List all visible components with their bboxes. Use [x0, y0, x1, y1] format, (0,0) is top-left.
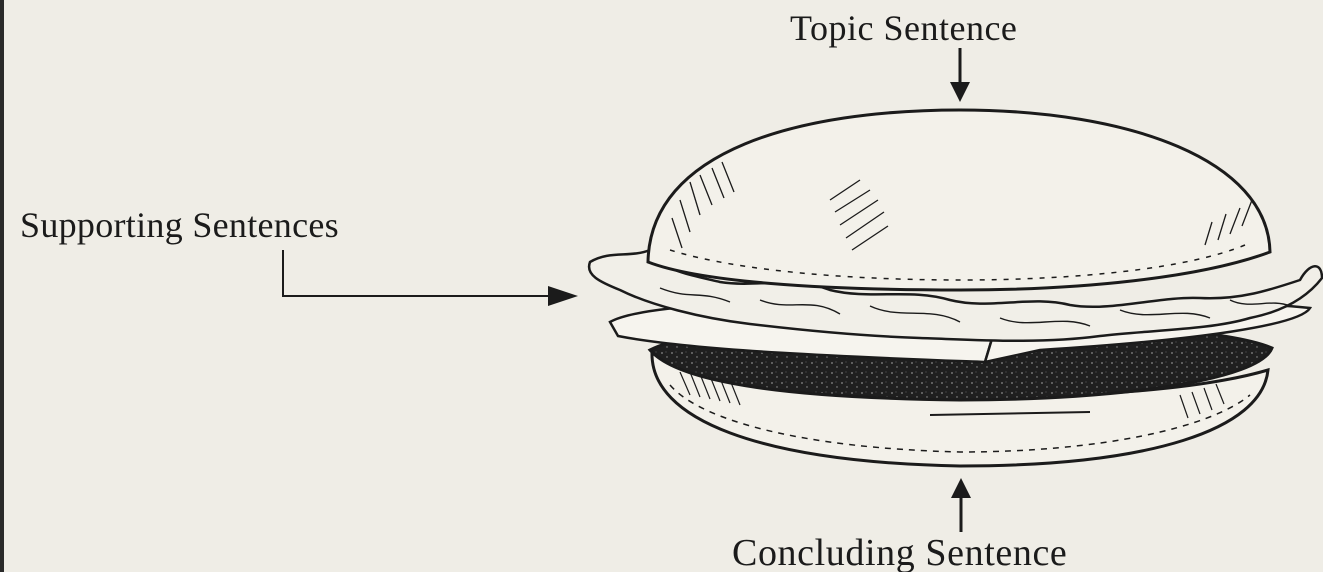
concluding-sentence-label: Concluding Sentence: [732, 534, 1067, 572]
supporting-arrow: [283, 250, 578, 306]
hamburger-illustration: [589, 110, 1322, 466]
supporting-sentences-label: Supporting Sentences: [20, 207, 339, 243]
topic-arrow: [950, 48, 970, 102]
topic-sentence-label: Topic Sentence: [790, 10, 1017, 46]
top-bun: [648, 110, 1270, 290]
concluding-arrow: [951, 478, 971, 532]
